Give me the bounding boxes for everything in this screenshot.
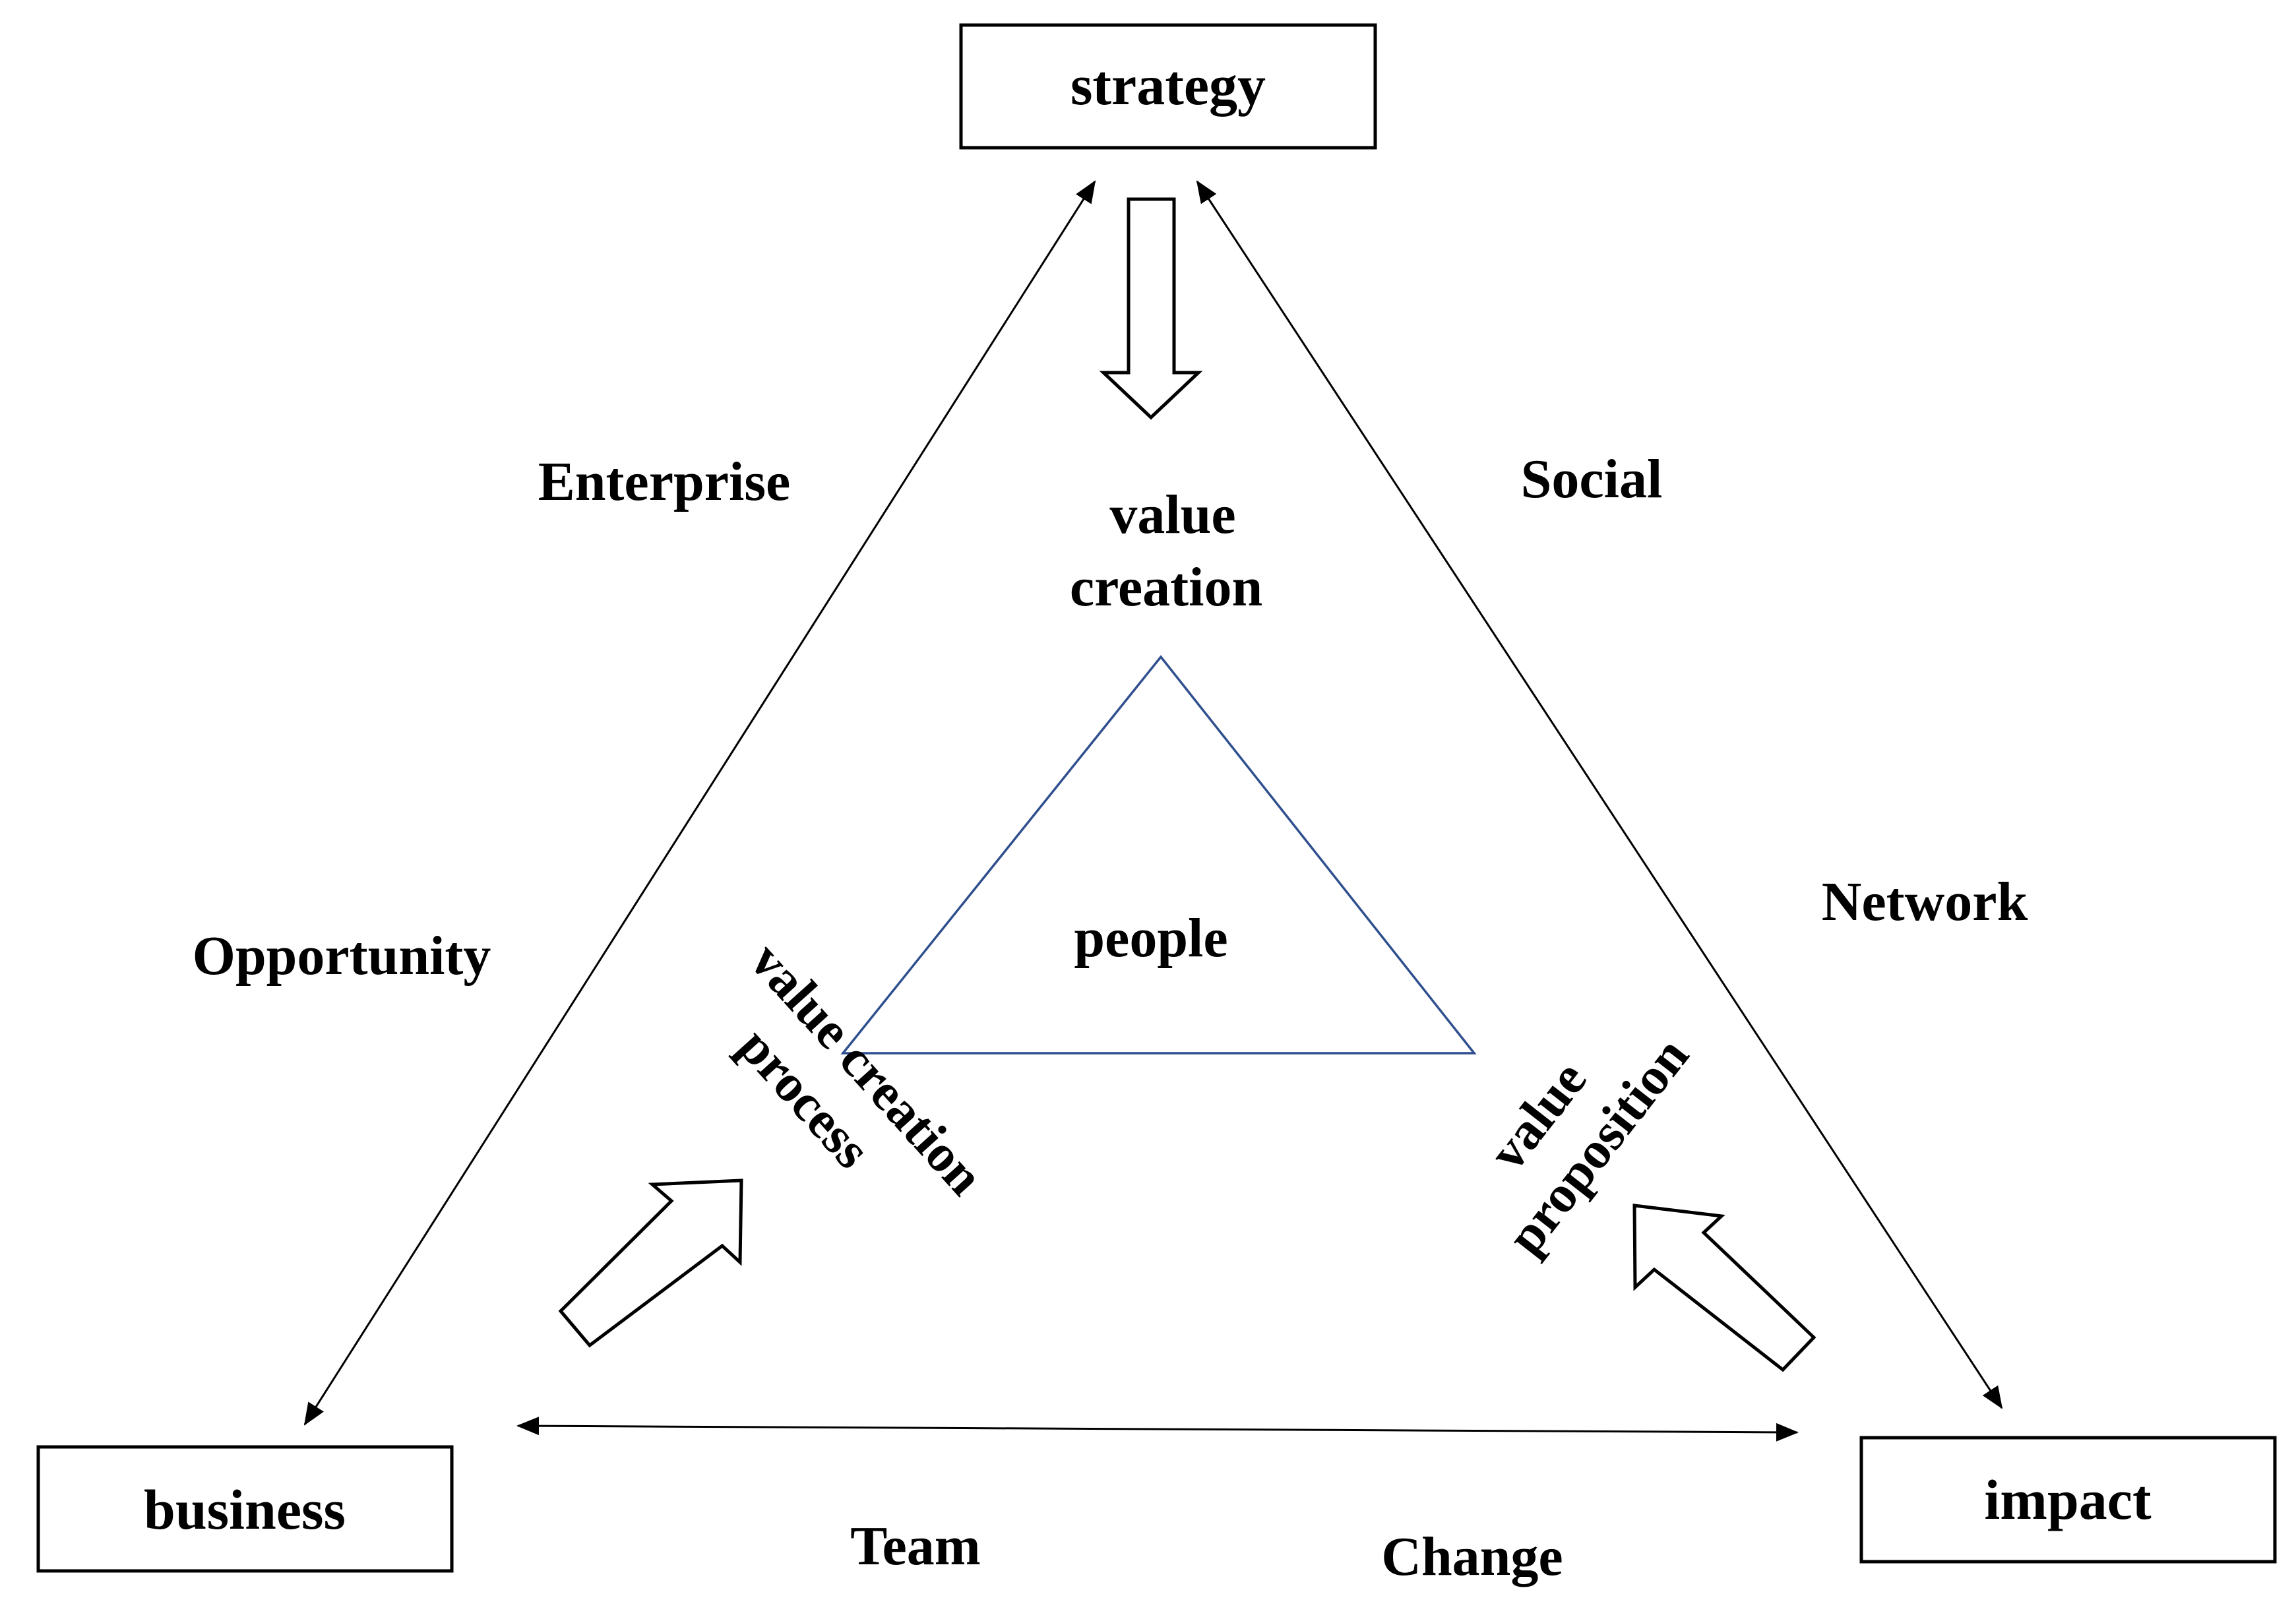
impact-node: impact	[1859, 1436, 2277, 1564]
edge-strategy-business-arrow	[303, 180, 1096, 1426]
team-label: Team	[850, 1516, 981, 1577]
people-label: people	[1074, 907, 1227, 969]
social-label: Social	[1521, 448, 1663, 510]
change-label: Change	[1381, 1526, 1563, 1587]
edge-business-impact-arrow	[516, 1417, 1799, 1442]
impact-block-arrow	[1632, 1204, 1816, 1372]
value-creation-line2: creation	[1070, 557, 1262, 618]
strategy-label: strategy	[1070, 53, 1266, 117]
network-label: Network	[1822, 871, 2028, 933]
business-label: business	[144, 1478, 346, 1541]
business-node: business	[36, 1445, 454, 1573]
strategy-node: strategy	[959, 23, 1377, 150]
impact-label: impact	[1984, 1468, 2152, 1531]
enterprise-label: Enterprise	[538, 451, 791, 512]
people-triangle	[840, 655, 1477, 1055]
opportunity-label: Opportunity	[193, 925, 491, 987]
business-block-arrow	[558, 1179, 743, 1348]
strategy-down-block-arrow	[1099, 197, 1203, 420]
edge-strategy-impact-arrow	[1196, 180, 2003, 1409]
value-creation-line1: value	[1109, 484, 1235, 545]
